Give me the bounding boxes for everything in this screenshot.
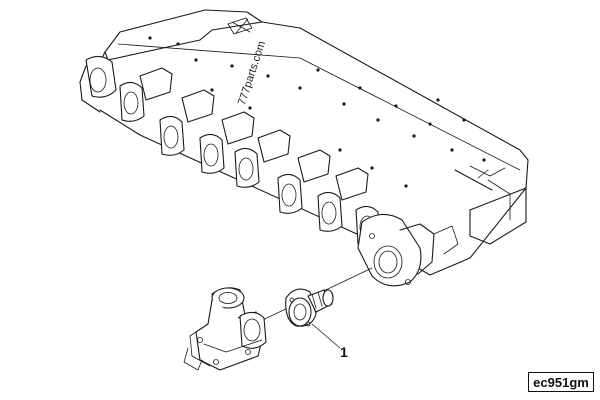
reference-code: ec951gm	[533, 374, 589, 390]
head-outlet-flange	[357, 213, 459, 287]
thermostat	[285, 288, 334, 327]
cylinder-head	[79, 9, 529, 287]
port-bosses	[85, 55, 381, 246]
bolt-holes	[148, 36, 486, 188]
reference-code-box: ec951gm	[528, 372, 594, 392]
callout-number: 1	[340, 344, 348, 360]
callout-leader	[311, 323, 341, 349]
thermostat-housing	[183, 287, 267, 371]
